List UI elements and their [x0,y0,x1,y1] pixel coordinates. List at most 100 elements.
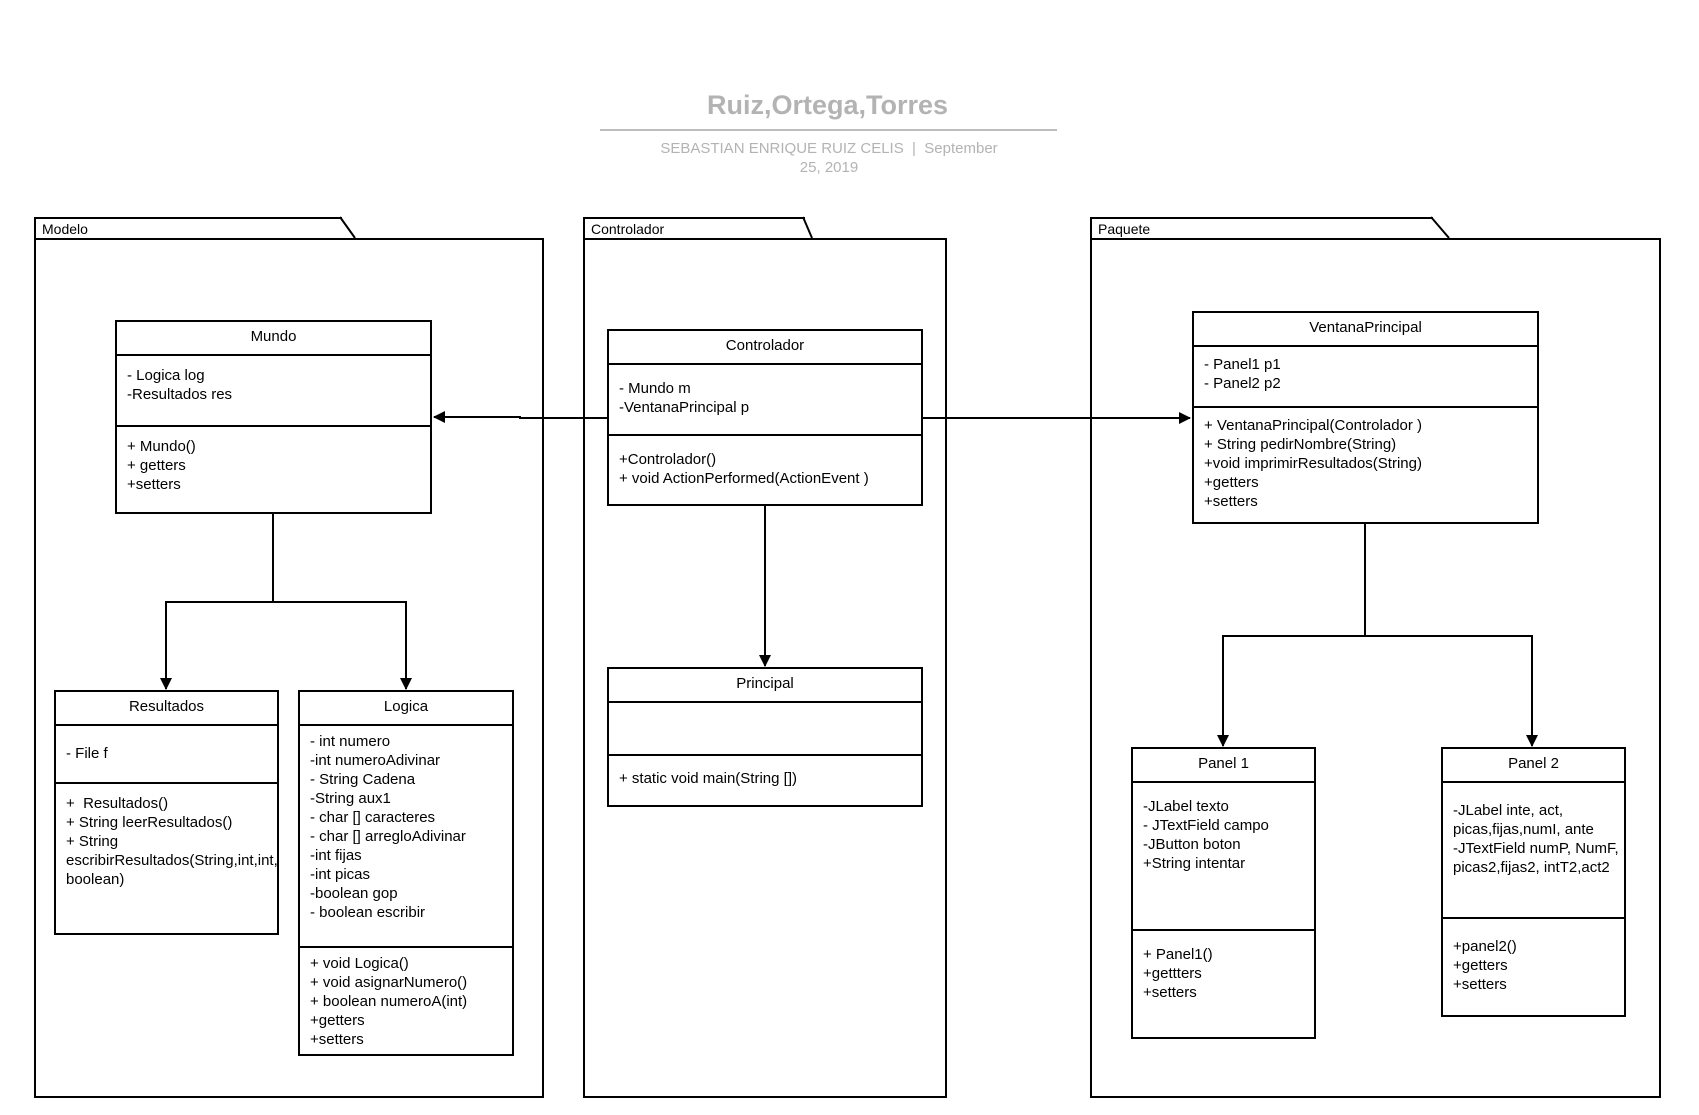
class-methods-panel2: +panel2() +getters +setters [1443,919,1624,994]
class-logica: Logica - int numero -int numeroAdivinar … [298,690,514,1056]
class-attributes-resultados: - File f [56,726,277,784]
subtitle-date-rest: 25, 2019 [799,159,859,176]
class-methods-resultados: + Resultados() + String leerResultados()… [56,784,282,889]
attribute: -int fijas [310,847,362,864]
method: +Controlador() [619,451,717,468]
class-methods-ventanaprincipal: + VentanaPrincipal(Controlador ) + Strin… [1194,408,1537,511]
class-methods-logica: + void Logica() + void asignarNumero() +… [300,948,512,1049]
class-attributes-principal [609,703,921,756]
method: + void asignarNumero() [310,974,468,991]
class-name-panel1: Panel 1 [1133,749,1314,783]
attribute: -int picas [310,866,371,883]
method: +setters [1143,984,1197,1001]
class-name-principal: Principal [609,669,921,703]
method: + String leerResultados() [66,814,233,831]
package-controlador [583,238,947,1098]
attribute: -JLabel texto [1143,798,1229,815]
diagram-subtitle: SEBASTIAN ENRIQUE RUIZ CELIS | September… [645,139,1013,177]
package-label-controlador: Controlador [591,221,665,237]
package-tab-modelo: Modelo [34,217,342,239]
class-methods-principal: + static void main(String []) [609,756,921,788]
class-resultados: Resultados - File f + Resultados() + Str… [54,690,279,935]
attribute: - boolean escribir [310,904,426,921]
class-name-resultados: Resultados [56,692,277,726]
method: +panel2() [1453,938,1517,955]
method: + void Logica() [310,955,409,972]
method: +void imprimirResultados(String) [1204,455,1422,472]
package-label-paquete: Paquete [1098,221,1151,237]
class-mundo: Mundo - Logica log -Resultados res + Mun… [115,320,432,514]
tab-slant-controlador [802,216,813,239]
method: +getters [310,1012,365,1029]
package-paquete [1090,238,1661,1098]
arrow-controlador-to-mundo [433,411,607,423]
attribute: - int numero [310,733,391,750]
tab-slant-modelo [339,216,356,239]
attribute: -JTextField numP, NumF, picas2,fijas2, i… [1453,840,1623,876]
arrow-ventana-to-panel1 [1217,523,1366,747]
class-name-controlador: Controlador [609,331,921,365]
attribute: - Logica log [127,367,205,384]
package-tab-paquete: Paquete [1090,217,1433,239]
class-methods-mundo: + Mundo() + getters +setters [117,427,430,494]
class-attributes-mundo: - Logica log -Resultados res [117,356,430,427]
class-panel1: Panel 1 -JLabel texto - JTextField campo… [1131,747,1316,1039]
attribute: - String Cadena [310,771,416,788]
class-ventanaprincipal: VentanaPrincipal - Panel1 p1 - Panel2 p2… [1192,311,1539,524]
subtitle-author-date: SEBASTIAN ENRIQUE RUIZ CELIS | September [660,140,998,157]
class-name-ventanaprincipal: VentanaPrincipal [1194,313,1537,347]
method: +setters [1204,493,1258,510]
class-attributes-controlador: - Mundo m -VentanaPrincipal p [609,365,921,436]
method: +setters [127,476,181,493]
class-name-mundo: Mundo [117,322,430,356]
attribute: - char [] caracteres [310,809,436,826]
attribute: +String intentar [1143,855,1246,872]
method: + Mundo() [127,438,196,455]
class-attributes-ventanaprincipal: - Panel1 p1 - Panel2 p2 [1194,347,1537,408]
package-label-modelo: Modelo [42,221,88,237]
attribute: -VentanaPrincipal p [619,399,750,416]
method: + String escribirResultados(String,int,i… [66,833,282,888]
diagram-title: Ruiz,Ortega,Torres [706,90,949,120]
attribute: - File f [66,745,108,762]
method: +getters [1453,957,1508,974]
class-name-logica: Logica [300,692,512,726]
method: +getters [1204,474,1259,491]
class-methods-controlador: +Controlador() + void ActionPerformed(Ac… [609,436,921,488]
attribute: - Mundo m [619,380,691,397]
class-attributes-panel1: -JLabel texto - JTextField campo -JButto… [1133,783,1314,931]
method: +setters [1453,976,1507,993]
arrow-ventana-to-panel2 [1365,635,1538,747]
method: + String pedirNombre(String) [1204,436,1397,453]
attribute: -JButton boton [1143,836,1241,853]
method: + static void main(String []) [619,770,797,787]
tab-slant-paquete [1430,216,1450,239]
method: +setters [310,1031,364,1048]
attribute: -String aux1 [310,790,391,807]
method: + Panel1() [1143,946,1213,963]
method: +gettters [1143,965,1202,982]
class-methods-panel1: + Panel1() +gettters +setters [1133,931,1314,1002]
class-attributes-logica: - int numero -int numeroAdivinar - Strin… [300,726,512,948]
class-name-panel2: Panel 2 [1443,749,1624,783]
method: + void ActionPerformed(ActionEvent ) [619,470,869,487]
method: + Resultados() [66,795,169,812]
attribute: -Resultados res [127,386,233,403]
attribute: - char [] arregloAdivinar [310,828,466,845]
title-divider [600,129,1057,131]
arrow-mundo-to-resultados [160,513,274,690]
arrow-mundo-to-logica [273,601,412,690]
attribute: -int numeroAdivinar [310,752,441,769]
attribute: - Panel1 p1 [1204,356,1281,373]
class-principal: Principal + static void main(String []) [607,667,923,807]
attribute: - Panel2 p2 [1204,375,1281,392]
class-panel2: Panel 2 -JLabel inte, act, picas,fijas,n… [1441,747,1626,1017]
method: + getters [127,457,186,474]
package-tab-controlador: Controlador [583,217,805,239]
attribute: - JTextField campo [1143,817,1269,834]
attribute: -JLabel inte, act, picas,fijas,numI, ant… [1453,802,1594,838]
class-attributes-panel2: -JLabel inte, act, picas,fijas,numI, ant… [1443,783,1624,919]
class-controlador: Controlador - Mundo m -VentanaPrincipal … [607,329,923,506]
package-modelo [34,238,544,1098]
